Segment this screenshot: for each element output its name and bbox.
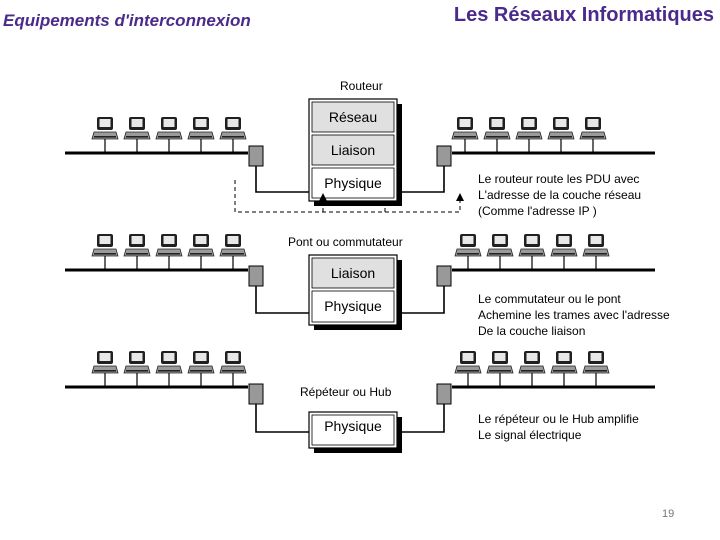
computer-icon bbox=[187, 350, 215, 388]
layer-label: Liaison bbox=[331, 142, 375, 158]
header-left-title: Equipements d'interconnexion bbox=[3, 11, 251, 30]
computer-icon bbox=[550, 233, 578, 271]
computer-icon bbox=[582, 233, 610, 271]
layer-physique bbox=[311, 290, 395, 323]
dashed-route-line bbox=[234, 180, 461, 213]
layer-label: Physique bbox=[324, 418, 382, 434]
layer-reseau bbox=[311, 101, 395, 133]
computer-icon bbox=[219, 233, 247, 271]
layer-liaison bbox=[311, 257, 395, 289]
computer-icon bbox=[518, 233, 546, 271]
layer-label: Physique bbox=[324, 298, 382, 314]
layer-liaison bbox=[311, 134, 395, 166]
computer-icon bbox=[91, 350, 119, 388]
router-description: Le routeur route les PDU avec bbox=[478, 172, 639, 186]
computer-icon bbox=[518, 350, 546, 388]
computer-icon bbox=[454, 350, 482, 388]
connector-icon bbox=[248, 145, 264, 167]
layer-physique bbox=[311, 414, 395, 446]
layer-label: Réseau bbox=[329, 109, 377, 125]
router-label: Routeur bbox=[340, 79, 383, 93]
hub-description: Le signal électrique bbox=[478, 428, 582, 442]
arrow-up-icon bbox=[456, 193, 464, 201]
computer-icon bbox=[483, 116, 511, 154]
computer-icon bbox=[451, 116, 479, 154]
section-switch: Pont ou commutateur Liaison Physique Le … bbox=[65, 233, 670, 338]
arrow-up-icon bbox=[319, 193, 327, 201]
computer-icon bbox=[515, 116, 543, 154]
computer-icon bbox=[219, 350, 247, 388]
computer-icon bbox=[155, 233, 183, 271]
page-number: 19 bbox=[662, 508, 675, 520]
computer-icon bbox=[486, 350, 514, 388]
computer-icon bbox=[123, 233, 151, 271]
computer-icon bbox=[454, 233, 482, 271]
computer-icon bbox=[155, 350, 183, 388]
computer-icon bbox=[547, 116, 575, 154]
computer-icon bbox=[219, 116, 247, 154]
computer-icon bbox=[91, 233, 119, 271]
computer-icon bbox=[582, 350, 610, 388]
computer-icon bbox=[187, 233, 215, 271]
connector-icon bbox=[248, 383, 264, 405]
switch-label: Pont ou commutateur bbox=[288, 235, 403, 249]
computer-icon bbox=[155, 116, 183, 154]
connector-icon bbox=[436, 383, 452, 405]
router-description: (Comme l'adresse IP ) bbox=[478, 204, 597, 218]
computer-icon bbox=[187, 116, 215, 154]
computer-icon bbox=[486, 233, 514, 271]
computer-icon bbox=[579, 116, 607, 154]
computer-icon bbox=[91, 116, 119, 154]
switch-description: De la couche liaison bbox=[478, 324, 585, 338]
connector-icon bbox=[248, 265, 264, 287]
connector-icon bbox=[436, 145, 452, 167]
computer-icon bbox=[123, 350, 151, 388]
layer-physique bbox=[311, 167, 395, 199]
section-router: Routeur Réseau Liaison Physique bbox=[65, 79, 655, 218]
layer-label: Liaison bbox=[331, 265, 375, 281]
computer-icon bbox=[550, 350, 578, 388]
hub-label: Répéteur ou Hub bbox=[300, 385, 392, 399]
layer-label: Physique bbox=[324, 175, 382, 191]
switch-description: Achemine les trames avec l'adresse bbox=[478, 308, 670, 322]
hub-description: Le répéteur ou le Hub amplifie bbox=[478, 412, 639, 426]
connector-icon bbox=[436, 265, 452, 287]
header-right-title: Les Réseaux Informatiques bbox=[453, 4, 714, 26]
switch-description: Le commutateur ou le pont bbox=[478, 292, 621, 306]
router-description: L'adresse de la couche réseau bbox=[478, 188, 641, 202]
computer-icon bbox=[123, 116, 151, 154]
section-hub: Répéteur ou Hub Physique Le répéteur ou … bbox=[65, 350, 655, 453]
